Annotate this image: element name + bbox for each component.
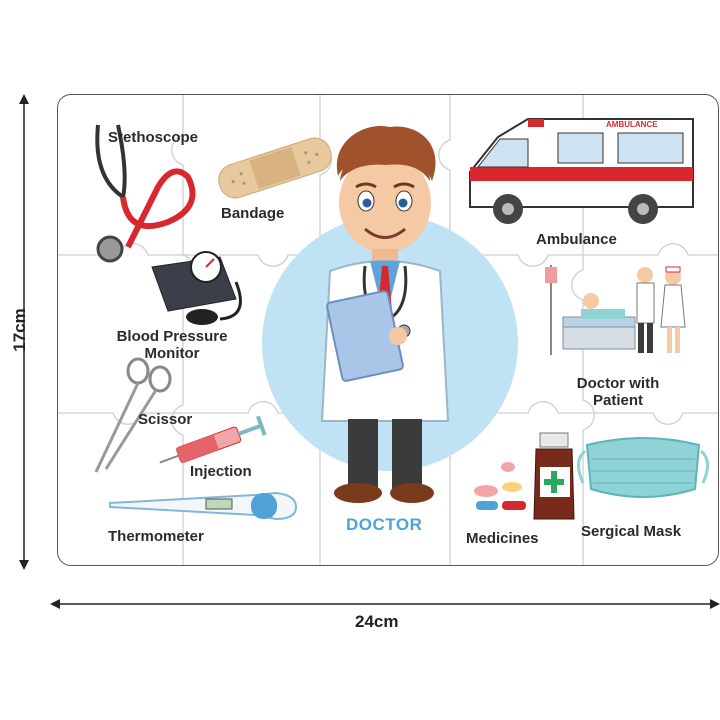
medicines-label: Medicines bbox=[466, 530, 539, 547]
ambulance-illustration bbox=[469, 118, 694, 224]
surgical-mask-label: Sergical Mask bbox=[581, 523, 682, 540]
blood-pressure-monitor-label-line2: Monitor bbox=[144, 345, 200, 362]
injection-label: Injection bbox=[190, 463, 252, 480]
injection-illustration bbox=[159, 415, 267, 464]
surgical-mask-illustration bbox=[577, 437, 709, 498]
height-dimension-line bbox=[19, 94, 29, 570]
medicines-illustration bbox=[474, 432, 575, 520]
blood-pressure-monitor-illustration bbox=[151, 251, 242, 325]
scissor-illustration bbox=[94, 357, 172, 473]
ambulance-sign-text: AMBULANCE bbox=[606, 120, 658, 129]
doctor-with-patient-label-line2: Patient bbox=[592, 392, 643, 409]
stethoscope-label: Stethoscope bbox=[108, 129, 199, 146]
puzzle-board: DOCTOR Stethoscope Bandage AMBULANCE Amb… bbox=[57, 94, 719, 566]
height-label: 17cm bbox=[10, 308, 29, 352]
doctor-character-illustration bbox=[320, 125, 450, 503]
doctor-with-patient-illustration bbox=[545, 265, 686, 355]
bandage-illustration bbox=[218, 137, 332, 199]
stethoscope-illustration bbox=[95, 124, 196, 263]
doctor-title: DOCTOR bbox=[346, 515, 423, 534]
width-label: 24cm bbox=[355, 612, 399, 631]
ambulance-label: Ambulance bbox=[536, 231, 617, 248]
thermometer-label: Thermometer bbox=[108, 528, 204, 545]
thermometer-illustration bbox=[109, 491, 298, 521]
bandage-label: Bandage bbox=[221, 205, 285, 222]
blood-pressure-monitor-label: Blood Pressure Monitor bbox=[102, 328, 242, 362]
doctor-with-patient-label: Doctor with Patient bbox=[553, 375, 683, 409]
scissor-label: Scissor bbox=[138, 411, 193, 428]
doctor-with-patient-label-line1: Doctor with bbox=[576, 375, 660, 392]
blood-pressure-monitor-label-line1: Blood Pressure bbox=[116, 328, 228, 345]
width-dimension-line bbox=[50, 599, 720, 609]
